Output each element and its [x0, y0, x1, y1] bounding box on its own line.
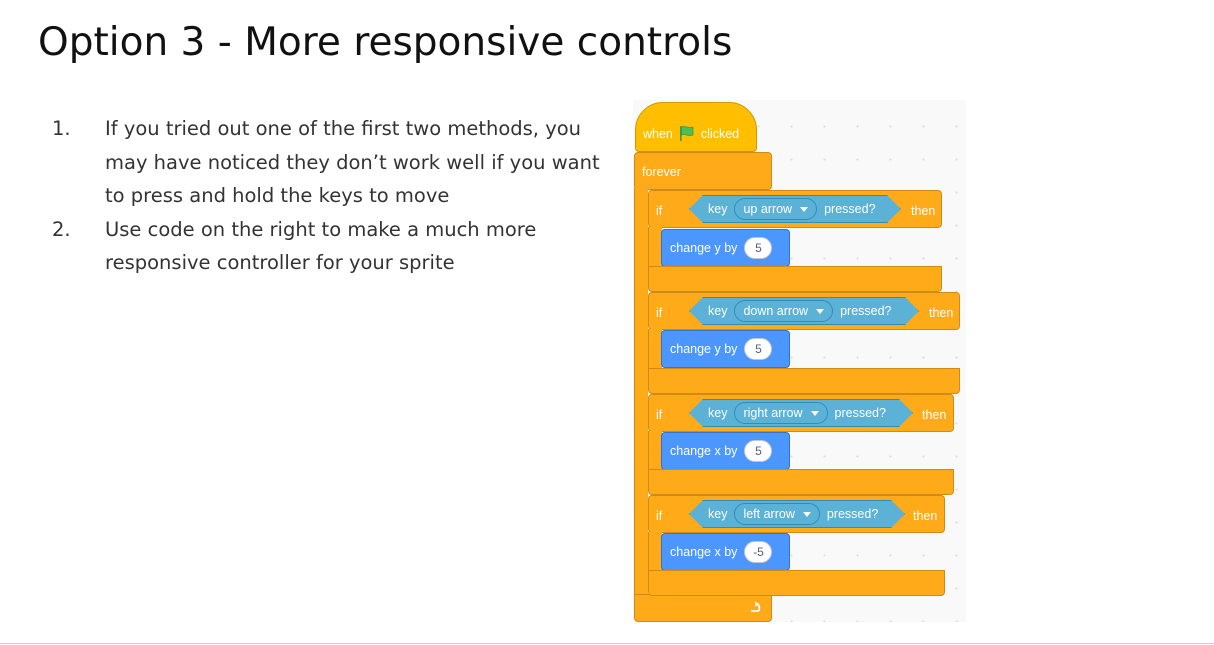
if-arm — [648, 329, 662, 369]
change-x-block[interactable]: change x by -5 — [661, 533, 790, 571]
if-label: if — [656, 306, 663, 320]
if-arm — [648, 532, 662, 572]
key-label: key — [708, 202, 728, 216]
change-y-label: change y by — [670, 342, 738, 356]
pressed-label: pressed? — [840, 304, 892, 318]
key-dropdown[interactable]: right arrow — [734, 402, 827, 424]
if-block[interactable]: if key right arrow pressed? then — [648, 394, 954, 432]
forever-label: forever — [642, 165, 681, 179]
pressed-label: pressed? — [826, 507, 879, 521]
step-number: 2. — [52, 217, 71, 241]
key-dropdown[interactable]: down arrow — [734, 300, 833, 322]
change-y-label: change y by — [670, 241, 738, 255]
if-block[interactable]: if key left arrow pressed? then — [648, 495, 945, 533]
dropdown-caret-icon — [816, 309, 824, 314]
then-label: then — [922, 408, 947, 422]
key-label: key — [708, 304, 728, 318]
change-value-input[interactable]: 5 — [744, 440, 773, 462]
forever-arm — [634, 188, 648, 596]
dropdown-value: left arrow — [743, 507, 795, 521]
key-label: key — [708, 507, 728, 521]
change-x-label: change x by — [670, 444, 738, 458]
bottom-divider — [0, 643, 1214, 644]
list-item: 1. If you tried out one of the first two… — [52, 112, 612, 213]
then-label: then — [913, 509, 938, 523]
change-y-block[interactable]: change y by 5 — [661, 330, 790, 368]
if-bottom — [648, 368, 960, 394]
dropdown-value: up arrow — [743, 202, 793, 216]
step-text: If you tried out one of the first two me… — [105, 117, 600, 207]
key-dropdown[interactable]: left arrow — [734, 503, 819, 525]
change-x-block[interactable]: change x by 5 — [661, 432, 790, 470]
dropdown-value: down arrow — [743, 304, 809, 318]
slide-title: Option 3 - More responsive controls — [38, 20, 733, 65]
if-arm — [648, 227, 662, 267]
loop-arrow-icon — [751, 601, 761, 612]
step-text: Use code on the right to make a much mor… — [105, 217, 537, 275]
dropdown-caret-icon — [811, 411, 819, 416]
list-item: 2. Use code on the right to make a much … — [52, 213, 612, 280]
if-bottom — [648, 266, 942, 292]
if-block[interactable]: if key down arrow pressed? then — [648, 292, 960, 330]
forever-block[interactable]: forever — [634, 152, 772, 190]
key-dropdown[interactable]: up arrow — [734, 198, 817, 220]
key-pressed-condition[interactable]: key right arrow pressed? — [689, 399, 913, 427]
green-flag-icon — [679, 126, 694, 141]
if-label: if — [656, 408, 663, 422]
key-pressed-condition[interactable]: key down arrow pressed? — [689, 297, 919, 325]
change-value-input[interactable]: 5 — [744, 338, 773, 360]
change-value-input[interactable]: 5 — [744, 237, 773, 259]
if-arm — [648, 431, 662, 471]
dropdown-value: right arrow — [743, 406, 803, 420]
forever-bottom — [634, 594, 772, 622]
if-block[interactable]: if key up arrow pressed? then — [648, 190, 942, 228]
steps-list: 1. If you tried out one of the first two… — [52, 112, 612, 280]
if-label: if — [656, 204, 663, 218]
key-pressed-condition[interactable]: key up arrow pressed? — [689, 195, 901, 223]
if-label: if — [656, 509, 663, 523]
change-value-input[interactable]: -5 — [744, 541, 773, 563]
dropdown-caret-icon — [803, 512, 811, 517]
pressed-label: pressed? — [824, 202, 876, 216]
dropdown-caret-icon — [800, 207, 808, 212]
hat-when-label: when — [643, 126, 673, 141]
pressed-label: pressed? — [834, 406, 886, 420]
change-y-block[interactable]: change y by 5 — [661, 229, 790, 267]
key-pressed-condition[interactable]: key left arrow pressed? — [689, 500, 905, 528]
when-flag-clicked-block[interactable]: when clicked — [635, 102, 757, 152]
hat-clicked-label: clicked — [700, 126, 740, 141]
then-label: then — [911, 204, 936, 218]
step-number: 1. — [52, 117, 71, 140]
key-label: key — [708, 406, 728, 420]
if-bottom — [648, 469, 954, 495]
if-bottom — [648, 570, 945, 596]
change-x-label: change x by — [670, 545, 738, 559]
then-label: then — [929, 306, 954, 320]
